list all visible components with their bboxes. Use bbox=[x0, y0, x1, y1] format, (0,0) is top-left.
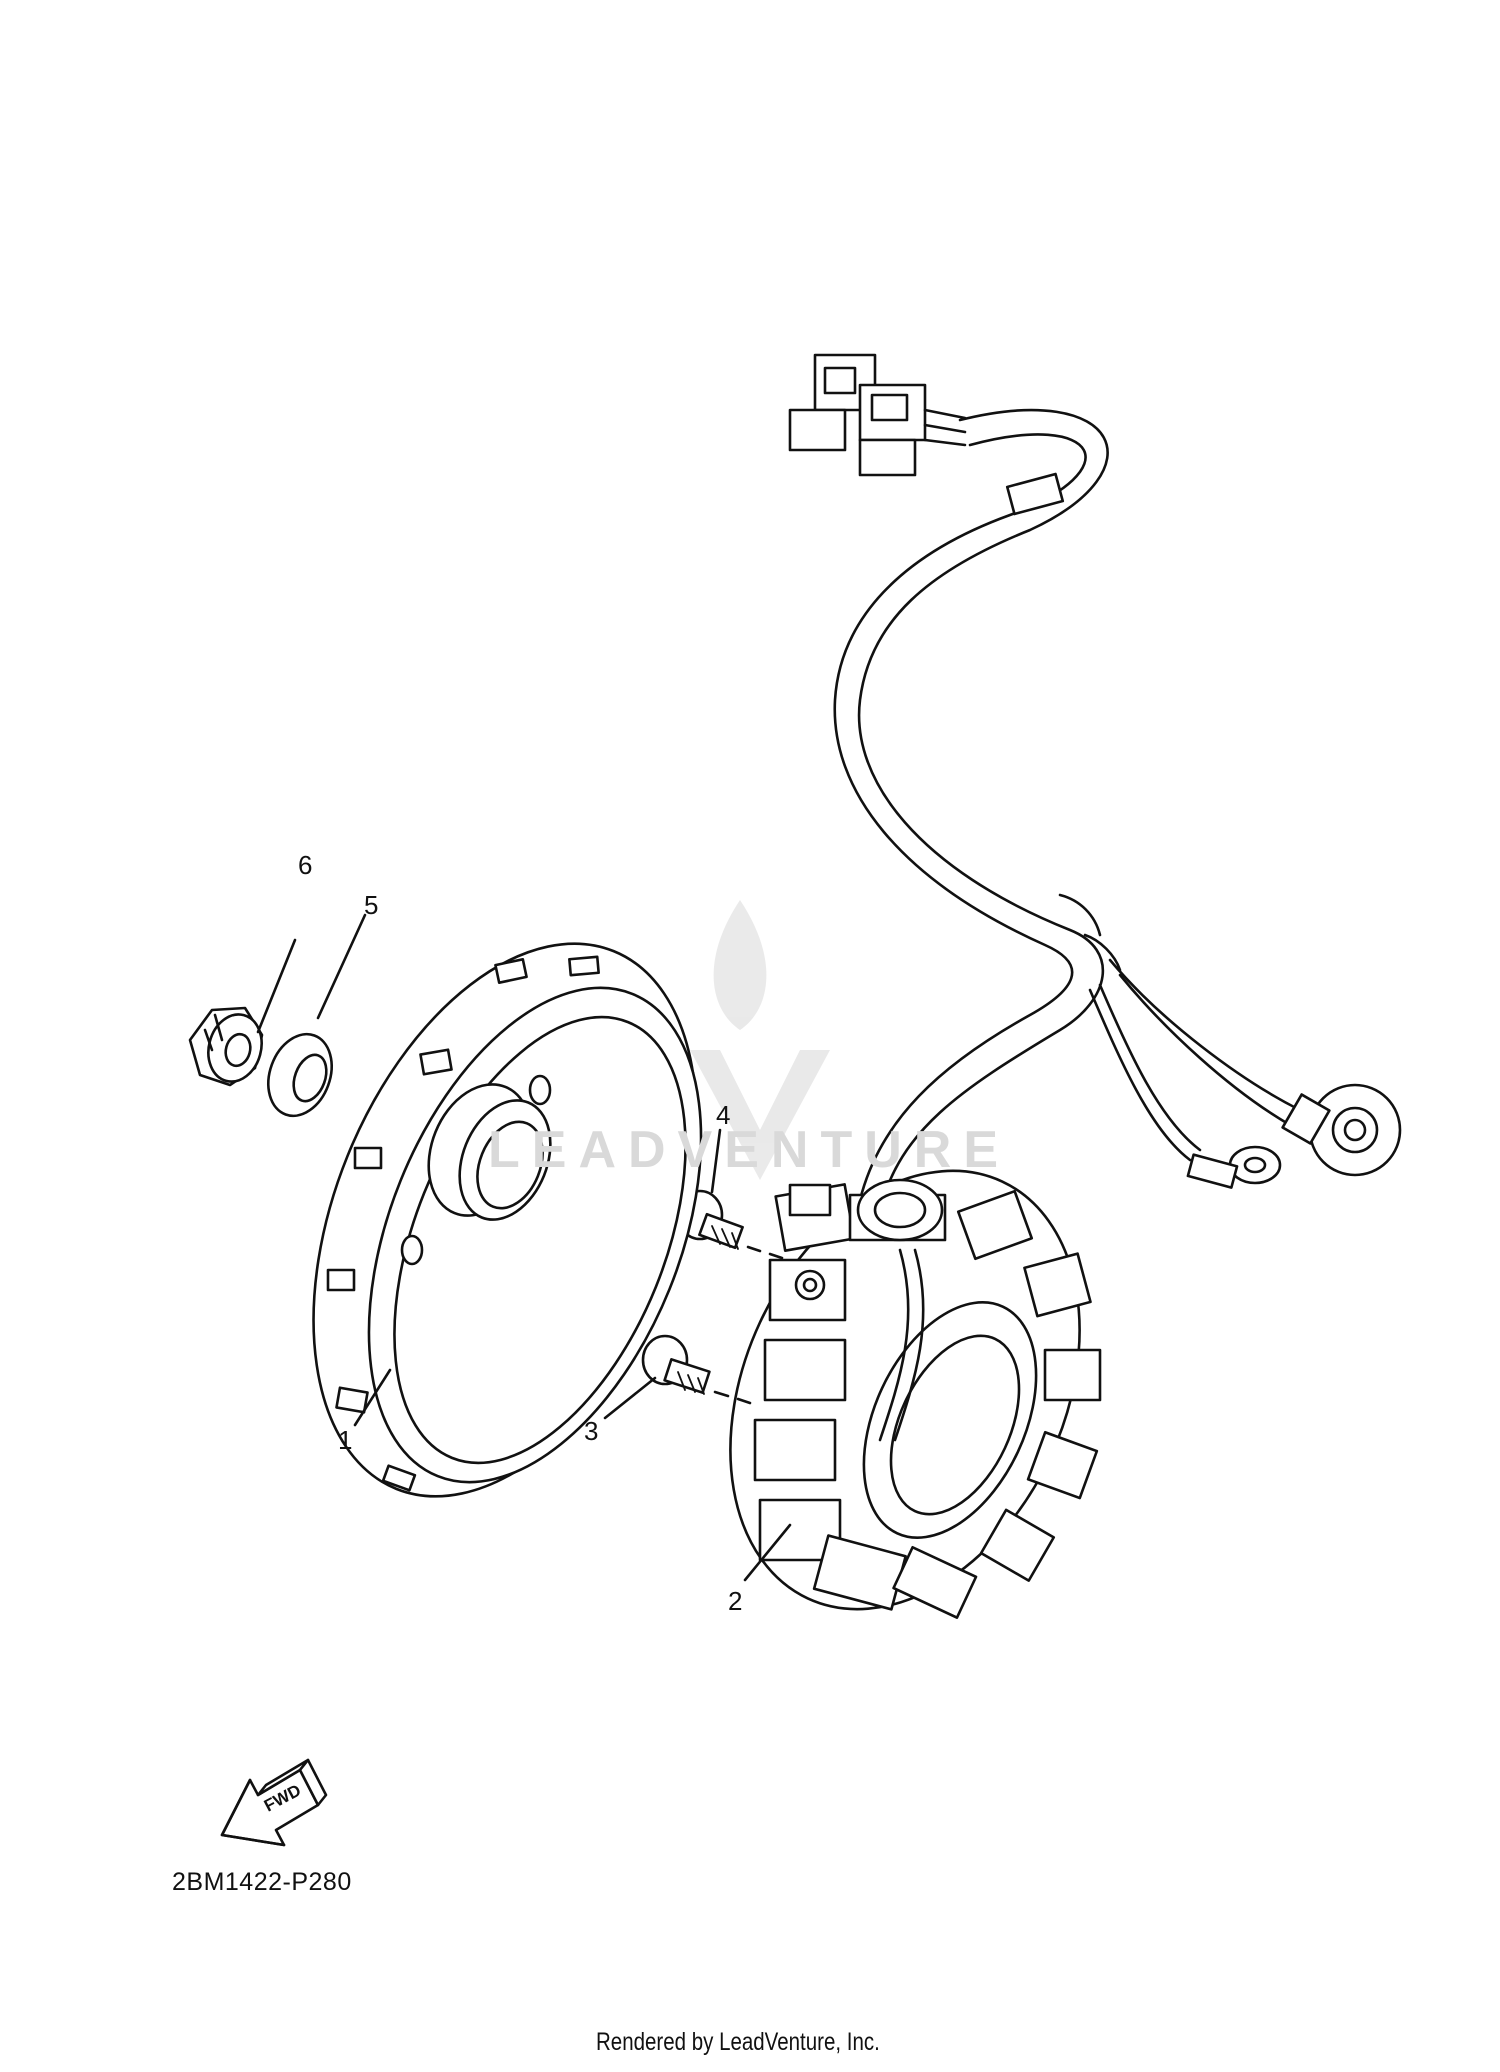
diagram-code: 2BM1422-P280 bbox=[172, 1868, 352, 1896]
render-credit: Rendered by LeadVenture, Inc. bbox=[596, 2028, 880, 2056]
rotor-flywheel bbox=[312, 942, 703, 1498]
harness-connector bbox=[788, 353, 967, 477]
watermark-text: LEADVENTURE bbox=[488, 1121, 1011, 1179]
callout-3: 3 bbox=[584, 1416, 599, 1446]
bolt-3 bbox=[641, 1334, 752, 1405]
callout-1: 1 bbox=[338, 1425, 353, 1455]
callout-4: 4 bbox=[716, 1100, 731, 1130]
callout-2: 2 bbox=[728, 1586, 743, 1616]
stator bbox=[729, 1169, 1102, 1619]
ring-terminal bbox=[1186, 1083, 1402, 1189]
nut-6 bbox=[188, 1006, 264, 1087]
washer-5 bbox=[267, 1032, 333, 1118]
callout-5: 5 bbox=[364, 890, 379, 920]
wire-harness bbox=[833, 408, 1302, 1212]
watermark-logo bbox=[690, 900, 830, 1180]
callout-6: 6 bbox=[298, 850, 313, 880]
leader-lines bbox=[256, 913, 792, 1582]
